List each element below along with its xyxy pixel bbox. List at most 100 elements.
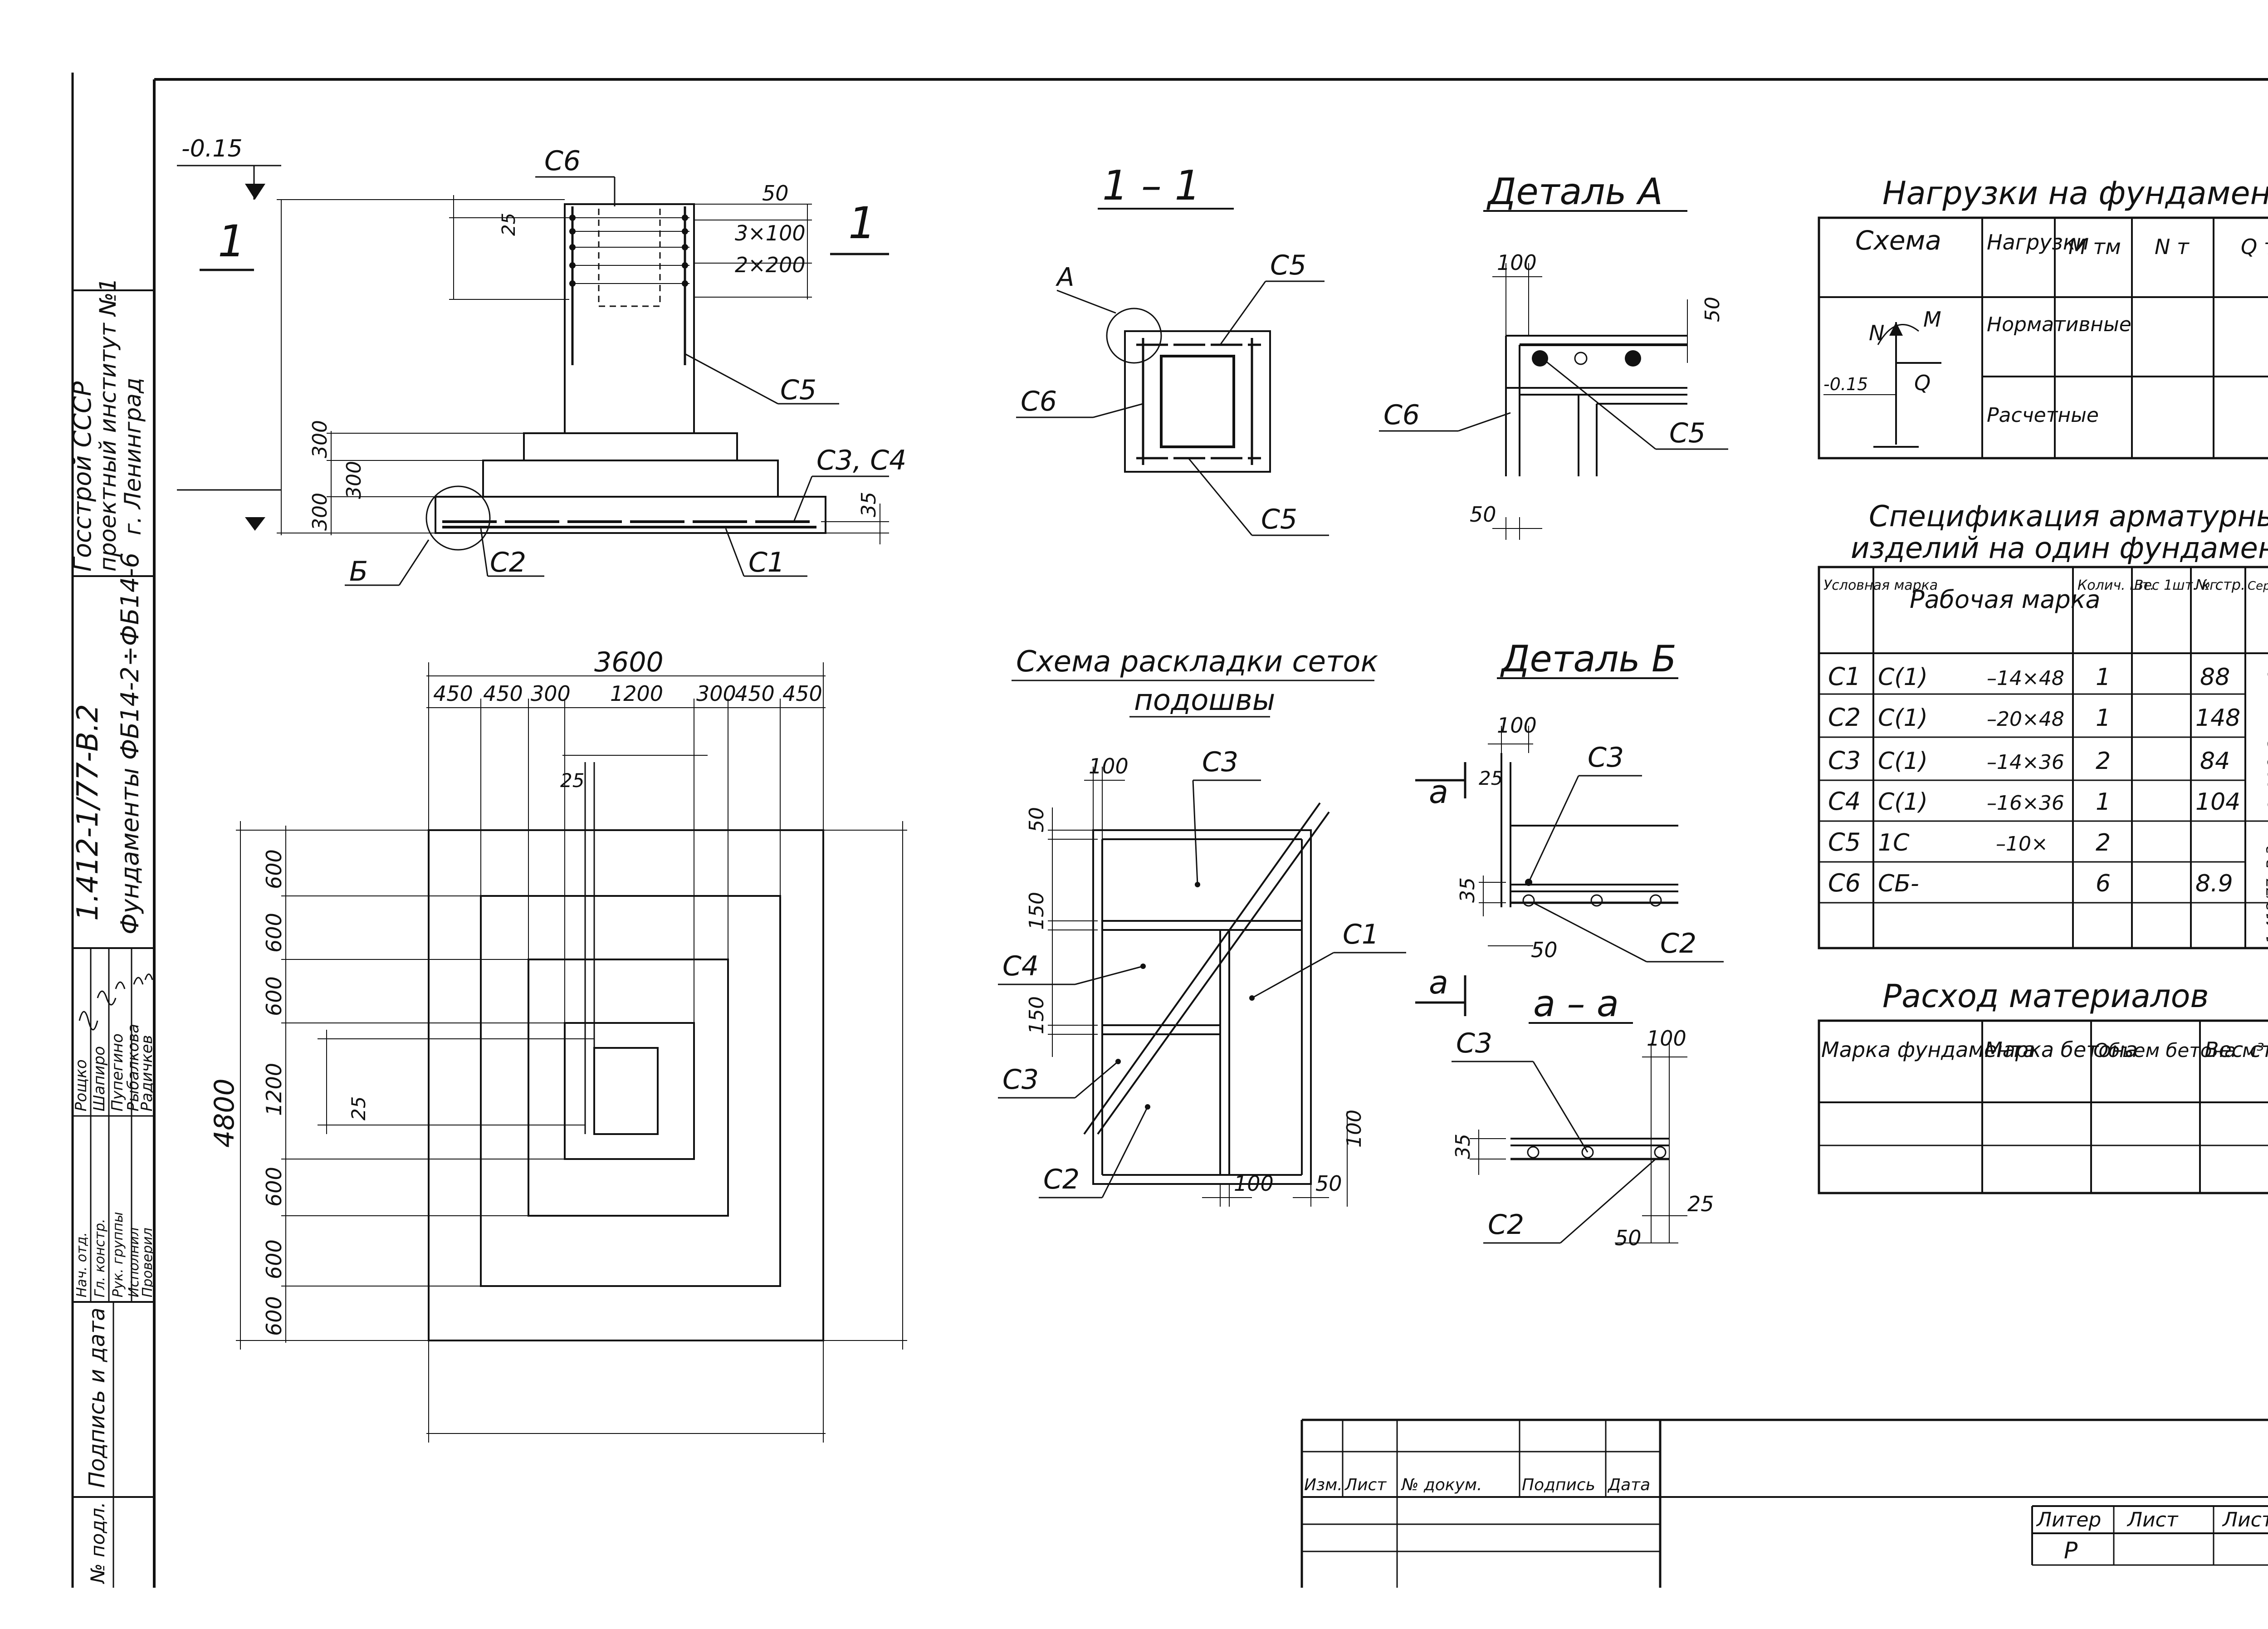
spec-header-page: № стр. (2195, 576, 2245, 593)
spec-cell: 1 (2096, 788, 2111, 816)
section-a-a-dim-100: 100 (1647, 1026, 1686, 1051)
stamp-org-line1: Госстрой СССР (68, 381, 97, 572)
section-1-1-label-c6: С6 (1021, 386, 1057, 417)
stamp-signatures (78, 973, 153, 1031)
loads-scheme-q: Q (1914, 371, 1931, 395)
dim-col-25: 25 (499, 213, 519, 236)
title-block-literal: Литер (2036, 1508, 2101, 1531)
plan-height-6: 600 (262, 1239, 286, 1279)
detail-b-dim-35: 35 (1456, 877, 1479, 903)
spec-header-qty: Колич. шт. (2077, 577, 2155, 593)
spec-cell: С2 (1828, 703, 1861, 732)
cut-label-left: 1 (218, 216, 245, 267)
loads-table-title: Нагрузки на фундамент (1882, 175, 2268, 212)
loads-row-design: Расчетные (1987, 404, 2099, 427)
title-block: Изм. Лист № докум. Подпись Дата Литер Ли… (1300, 1419, 2268, 1588)
mark-c2-elev: С2 (490, 547, 526, 578)
loads-scheme-m: M (1923, 307, 1941, 332)
loads-scheme-diagram: N M Q -0.15 (1823, 307, 1941, 448)
materials-header-1: Марка фундамента (1821, 1037, 2035, 1062)
mesh-label-c4: С4 (1002, 950, 1039, 982)
plan-inner-dim-left: 25 (347, 1096, 370, 1120)
spec-series-2: 1.412/77, В.3 (2263, 846, 2268, 944)
detail-a-rebar-2 (1574, 352, 1588, 365)
spec-cell: СБ- (1878, 870, 1919, 897)
section-a-a-rebar-3 (1654, 1146, 1667, 1159)
section-1-1-label-c5-bottom: С5 (1261, 504, 1297, 535)
dim-step-2: 300 (342, 461, 366, 499)
section-a-a-dim-50: 50 (1615, 1226, 1642, 1250)
detail-b: Деталь Б 100 25 35 50 а а С3 С2 (1415, 638, 1724, 1016)
mesh-label-c2: С2 (1043, 1164, 1080, 1195)
loads-scheme-n: N (1869, 321, 1884, 345)
spec-cell: –16×36 (1987, 792, 2064, 815)
column-rebar-dots (569, 215, 688, 287)
materials-header-2: Марка бетона (1984, 1037, 2138, 1062)
dim-step-1: 300 (308, 420, 332, 458)
spec-cell: С4 (1828, 787, 1861, 816)
mesh-dim-50-bottom: 50 (1315, 1171, 1342, 1196)
detail-b-label-a-top: а (1429, 773, 1448, 811)
spec-cell: С1 (1828, 662, 1861, 691)
plan-width-1: 450 (433, 681, 473, 706)
loads-table: Нагрузки на фундамент Схема Нагрузки М т… (1818, 175, 2268, 460)
mesh-scheme: Схема раскладки сеток подошвы 100 50 150… (998, 645, 1406, 1207)
spec-table-title-1: Спецификация арматурных (1869, 500, 2268, 533)
mesh-dim-150-a: 150 (1025, 892, 1048, 930)
section-a-a-label-c2: С2 (1488, 1209, 1524, 1241)
loads-scheme-level: -0.15 (1823, 374, 1868, 394)
spec-cell: С(1) (1878, 788, 1928, 816)
section-1-1-title: 1 – 1 (1102, 162, 1201, 210)
spec-row-c4: С4 С(1) –16×36 1 104 (1828, 787, 2240, 816)
stamp-name-3: Пупегино (108, 1033, 127, 1111)
stamp-inv-label: № подл. (87, 1502, 109, 1584)
mesh-scheme-title-1: Схема раскладки сеток (1016, 645, 1378, 679)
title-block-header-date: Дата (1607, 1476, 1650, 1494)
section-a-a-rebar-1 (1527, 1146, 1540, 1159)
plan-total-height: 4800 (209, 1078, 240, 1148)
section-a-a-dim-25: 25 (1687, 1192, 1714, 1216)
spec-table-title-2: изделий на один фундамент (1851, 532, 2268, 565)
spec-cell: 2 (2096, 748, 2111, 775)
level-label: -0.15 (181, 135, 243, 162)
spec-cell: –20×48 (1987, 708, 2064, 731)
section-a-a-label-c3: С3 (1456, 1027, 1492, 1059)
stamp-name-1: Рощко (72, 1059, 90, 1111)
stamp-org-line3: г. Ленинград (120, 377, 146, 535)
mesh-label-c1: С1 (1343, 919, 1379, 950)
materials-table: Расход материалов Марка фундамента Марка… (1818, 978, 2268, 1194)
detail-b-dim-50: 50 (1531, 938, 1558, 962)
loads-row-normative: Нормативные (1987, 313, 2131, 336)
materials-table-title: Расход материалов (1882, 978, 2209, 1015)
mesh-dim-150-b: 150 (1025, 996, 1048, 1034)
plan-height-7: 600 (262, 1296, 286, 1336)
mark-c1-elev: С1 (748, 547, 785, 578)
spec-header-work-mark: Рабочая марка (1910, 585, 2100, 614)
spec-cell: 8.9 (2195, 870, 2233, 897)
title-block-sheet: Лист (2126, 1508, 2179, 1531)
materials-header-4: Вес стали кг (2204, 1037, 2268, 1062)
detail-b-rebar-c2-3 (1649, 894, 1662, 907)
plan-height-1: 600 (262, 849, 286, 889)
section-1-1: 1 – 1 А С5 С6 С5 (1016, 162, 1329, 536)
loads-header-loads: Нагрузки (1987, 230, 2089, 254)
dim-col-50: 50 (762, 181, 789, 205)
title-block-header-doc: № докум. (1401, 1476, 1482, 1494)
spec-table: Спецификация арматурных изделий на один … (1818, 500, 2268, 949)
dim-col-2x200: 2×200 (735, 253, 806, 277)
spec-series-1: 1.410-2 вып. 1 (2264, 670, 2268, 812)
detail-a-title: Деталь А (1486, 171, 1663, 213)
section-a-a-rebar-2 (1581, 1146, 1594, 1159)
spec-row-c1: С1 С(1) –14×48 1 88 (1828, 662, 2230, 691)
sheet-frame: 47 (153, 78, 2268, 1588)
spec-cell: 88 (2200, 664, 2230, 691)
plan-width-6: 450 (735, 681, 775, 706)
spec-row-c5: С5 1С –10× 2 (1828, 828, 2111, 856)
spec-cell: С(1) (1878, 704, 1928, 732)
detail-a-label-c6: С6 (1383, 399, 1420, 431)
dim-col-3x100: 3×100 (735, 221, 806, 245)
spec-header-series: Серия, выпуск (2248, 579, 2268, 593)
spec-cell: –14×48 (1987, 667, 2064, 690)
materials-header-3: Объем бетона м³ (2093, 1039, 2264, 1062)
